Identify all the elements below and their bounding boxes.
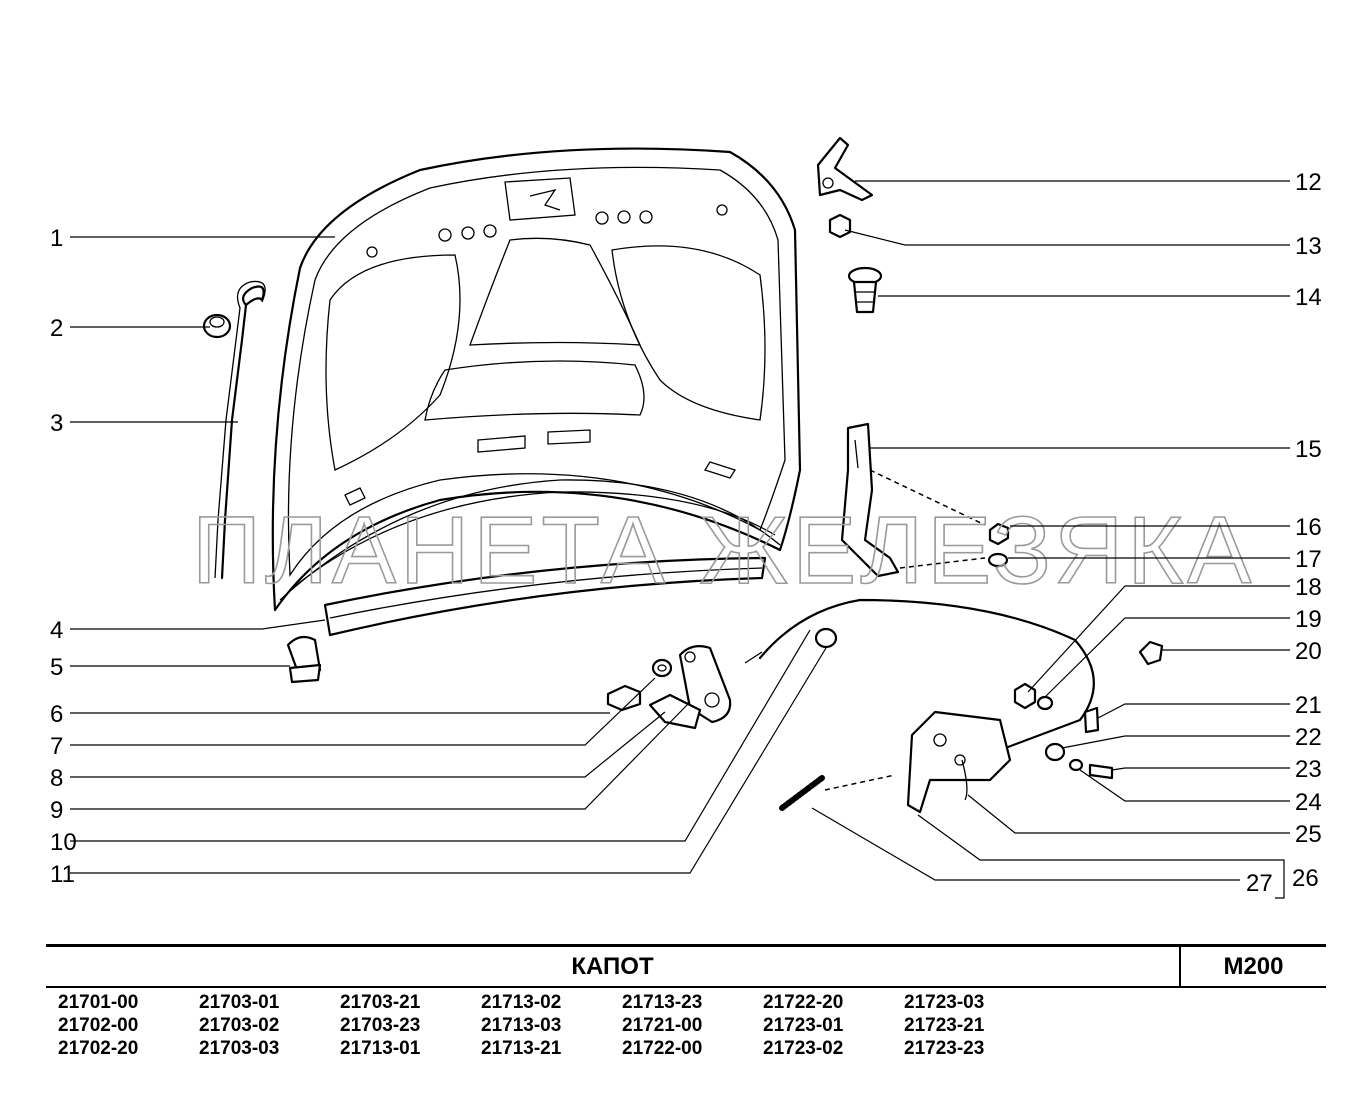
model-code: 21721-00 [622,1015,703,1036]
hood-prop-rod [214,280,266,580]
leader-lines [70,180,1290,899]
callout-25: 25 [1295,821,1322,848]
model-code: 21723-02 [763,1038,844,1059]
hood-bracket [840,422,986,578]
release-cable [744,598,1095,752]
callout-26: 26 [1292,865,1319,892]
callout-14: 14 [1295,284,1322,311]
callout-12: 12 [1295,169,1322,196]
callout-6: 6 [50,701,63,728]
parts-diagram: ПЛАНЕТА ЖЕЛЕЗЯКА 1 2 3 4 [50,136,1322,899]
lock-striker-group [606,645,732,730]
callout-13: 13 [1295,233,1322,260]
model-code: 21703-23 [340,1015,421,1036]
hood-panel [271,147,802,612]
model-code: 21713-21 [481,1038,562,1059]
callout-numbers: 1 2 3 4 5 6 7 8 9 10 11 12 13 14 15 16 1… [50,169,1322,897]
callout-1: 1 [50,225,63,252]
callout-7: 7 [50,733,63,760]
rubber-buffer [202,313,232,339]
model-code: 21713-23 [622,992,703,1013]
model-code: 21723-03 [904,992,985,1013]
model-code: 21723-23 [904,1038,985,1059]
model-code: 21702-00 [58,1015,139,1036]
callout-15: 15 [1295,436,1322,463]
callout-2: 2 [50,315,63,342]
model-code: 21703-21 [340,992,421,1013]
watermark-text: ПЛАНЕТА ЖЕЛЕЗЯКА [192,497,1255,604]
model-code: 21723-01 [763,1015,844,1036]
model-code: 21722-00 [622,1038,703,1059]
callout-16: 16 [1295,514,1322,541]
diagram-title: КАПОТ [571,952,654,980]
hood-seal [323,556,767,637]
model-code: 21703-01 [199,992,280,1013]
model-list: 21701-00 21703-01 21703-21 21713-02 21713-23… [58,992,1058,1061]
callout-23: 23 [1295,756,1322,783]
model-code: 21713-02 [481,992,562,1013]
callout-4: 4 [50,617,63,644]
callout-17: 17 [1295,546,1322,573]
title-block: КАПОТ M200 [46,944,1326,988]
callout-20: 20 [1295,638,1322,665]
callout-3: 3 [50,410,63,437]
model-code: 21703-02 [199,1015,280,1036]
hood-hinge [816,136,874,202]
seal-clip [286,635,322,684]
callout-22: 22 [1295,724,1322,751]
model-code: 21713-01 [340,1038,421,1059]
model-code: 21713-03 [481,1015,562,1036]
callout-11: 11 [50,861,75,888]
callout-18: 18 [1295,574,1322,601]
diagram-code: M200 [1179,947,1326,986]
model-code: 21701-00 [58,992,139,1013]
callout-5: 5 [50,654,63,681]
callout-9: 9 [50,797,63,824]
model-code: 21702-20 [58,1038,139,1059]
nut-washer-16-17 [987,522,1010,568]
callout-21: 21 [1295,692,1322,719]
nut-13 [828,213,852,239]
callout-10: 10 [50,829,77,856]
bump-stop [847,266,883,314]
hood-lock-assembly [779,640,1164,814]
model-code: 21723-21 [904,1015,985,1036]
callout-27: 27 [1246,870,1273,897]
model-code: 21703-03 [199,1038,280,1059]
model-code: 21722-20 [763,992,844,1013]
callout-19: 19 [1295,606,1322,633]
callout-8: 8 [50,765,63,792]
callout-24: 24 [1295,789,1322,816]
